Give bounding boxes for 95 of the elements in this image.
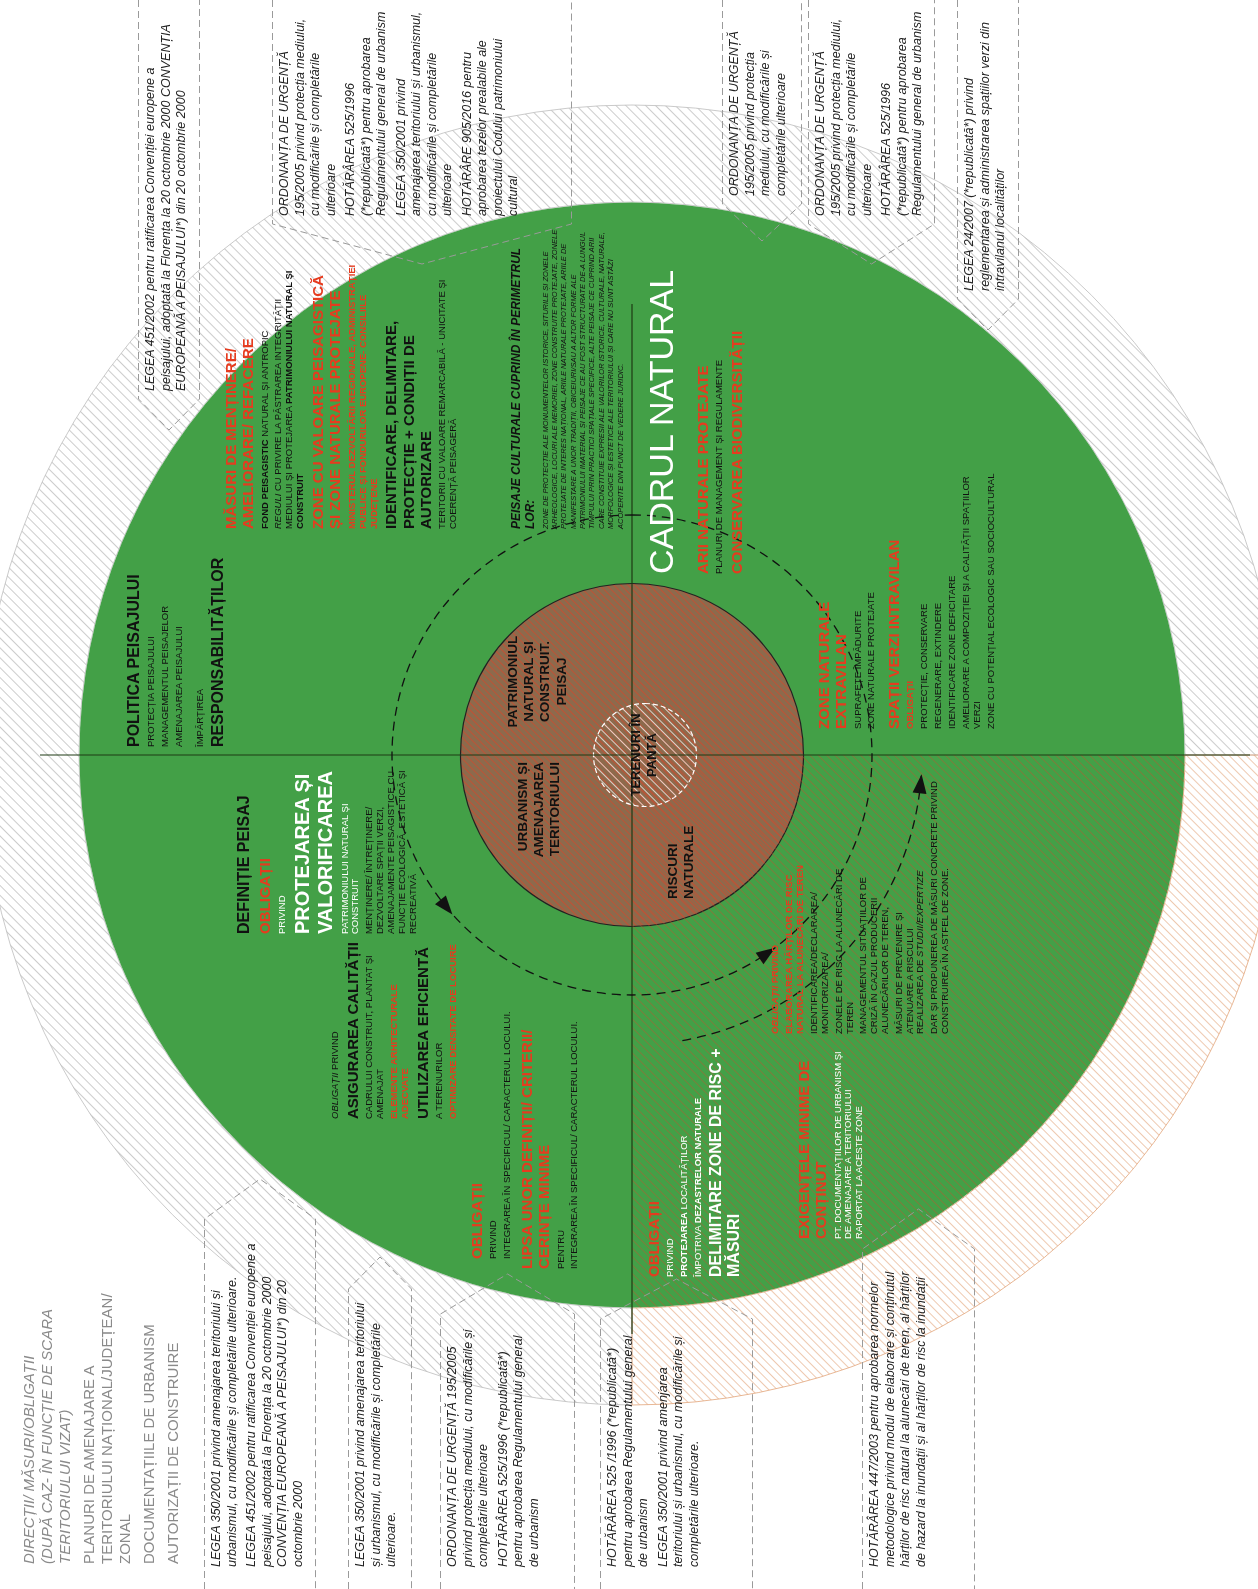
body-text: OBLIGAȚII PRIVIND [330,1031,341,1119]
body-text: ZONE CU POTENȚIAL ECOLOGIC SAU SOCIOCULTURAL [985,473,997,729]
body-text: REALIZAREA DE STUDII/EXPERTIZE [915,870,926,1034]
subheading: ARII NATURALE PROTEJATE [694,365,712,574]
body-text: FOND PEISAGISTIC NATURAL ȘI ANTROPIC [259,330,271,529]
note-text: OBLIGAȚII PRIVIND [770,944,781,1034]
legend-text: AUTORIZAȚII DE CONSTRUIRE [164,1342,182,1564]
body-text: PLANURI DE MANAGEMENT ȘI REGULAMENTE [714,359,726,574]
body-text: AMENAJAREA PEISAJULUI [174,626,186,747]
circle-label: PATRIMONIUL NATURAL ȘI CONSTRUIT. PEISAJ [505,634,570,730]
law-box [348,1257,412,1589]
body-text: ÎMPĂRȚIREA [195,688,207,747]
law-reference: LEGEA 350/2001 privind amenajarea teritoriului și urbanismul, cu modificările și completările ulterioare. [353,1301,399,1567]
body-text: PROTECȚIE, CONSERVARE [919,603,931,729]
body-text: SUPRAFEȚE ÎMPĂDURITE [852,610,864,729]
law-box [722,0,802,241]
law-reference: LEGEA 451/2002 pentru ratificarea Convenției europene a peisajului, adoptată la Florența la 20 octombrie 2000 CONVENȚIA EUROPEANĂ A PEISAJULUI*) din 20 octombrie 2000 [244,1242,306,1567]
heading: POLITICA PEISAJULUI [125,574,143,747]
law-reference: HOTĂRÂREA 525/1996 (*republicată*) pentru aprobarea Regulamentului general de urbanism [343,10,389,216]
legend-text: PLANURI DE AMENAJARE A TERITORIULUI NAȚIONAL/JUDEȚEAN/ ZONAL [80,1292,134,1564]
body-text: ÎMPOTRIVA DEZASTRELOR NATURALE [693,1097,704,1277]
law-reference: HOTĂRÂREA 525/1996 (*republicată*) pentru aprobarea Regulamentului general de urbanism [495,1334,542,1567]
heading: DEFINIȚIE PEISAJ [235,795,253,934]
body-text: IDENTIFICAREA/DECLARAREA/ MONITORIZAREA/ [808,891,831,1034]
note-text: OBLIGAȚII [905,680,917,729]
circle-label: RISCURI NATURALE [665,824,698,899]
heading: ASIGURAREA CALITĂȚII [343,942,362,1119]
subheading: CONSERVAREA BIODIVERSITĂȚII [728,330,746,574]
legend-text: DOCUMENTAȚIILE DE URBANISM [140,1324,158,1564]
body-text: PRIVIND [276,895,288,934]
subheading: PEISAJE CULTURALE CUPRIND ÎN PERIMETRUL LOR: [510,247,538,529]
body-text: TERITORII CU VALOARE REMARCABILĂ - UNICITATE ȘI COERENȚĂ PEISAGERĂ [437,278,460,529]
law-box [862,1209,975,1589]
body-text: IDENTIFICARE ZONE DEFICITARE [947,575,958,729]
subheading: LIPSA UNOR DEFINIȚII/ CRITERII/ CERINȚE MINIME [518,1028,553,1269]
body-text: PATRIMONIULUI NATURAL ȘI CONSTRUIT [339,802,362,934]
law-reference: ORDONANȚA DE URGENȚĂ 195/2005 privind protecția mediului, cu modificările și completările ulterioare [277,17,339,216]
body-text: PRIVIND [665,1238,677,1277]
note-text: MINISTERUL DEZVOLTĂRII REGIONALE, ADMINISTRAȚIEI PUBLICE ȘI FONDURILOR EUROPENE- CONSILIILE JUDEȚENE [346,263,380,529]
body-text: PENTRU [555,1229,567,1269]
law-reference: HOTĂRÂREA 447/2003 pentru aprobarea normelor metodologice privind modul de elaborare și conținutul hărților de risc natural la alunecări de teren, al hărților de hazard la inundații și al hărților de risc la inundații [867,1270,929,1567]
law-reference: LEGEA 350/2001 privind amenjarea teritoriului și urbanismul, cu modificările și completările ulterioare. [655,1335,702,1567]
law-reference: LEGEA 350/2001 privind amenajarea teritoriului și urbanismul, cu modificările și completările ulterioare. [209,1275,240,1567]
heading: IDENTIFICARE, DELIMITARE, PROTECȚIE + CONDIȚII DE AUTORIZARE [382,319,435,529]
body-text: CADRULUI CONSTRUIT, PLANTAT ȘI AMENAJAT [364,954,386,1119]
heading: RESPONSABILITĂȚILOR [209,557,228,747]
heading: PROTEJAREA ȘI VALORIFICAREA [290,770,337,934]
heading: DELIMITARE ZONE DE RISC + MĂSURI [707,1047,744,1277]
note-text: OPTIMIZARE DENSITATE DE LOCUIRE [448,944,459,1119]
law-box [138,0,200,430]
body-text: MANAGEMENTUL SITUAȚIILOR DE CRIZĂ ÎN CAZUL PRODUCERII ALUNECĂRILOR DE TEREN, [858,876,892,1034]
body-text: MĂSURI DE PREVENIRE ȘI ATENUARE A RISCULUI [894,911,916,1034]
note-text: ELABORAREA HĂRȚILOR DE RISC NATURAL LA ALUNECĂRI DE TEREN [783,864,806,1034]
law-box [808,0,935,264]
body-text: ZONE NATURALE PROTEJATE [866,592,878,729]
body-text: A TERENURILOR [434,1042,446,1119]
law-reference: HOTĂRÂRE 905/2016 pentru aprobarea tezelor prealabile ale proiectului Codului patrimoniului cultural [459,37,521,216]
body-text: AMELIORARE A COMPOZIȚIEI ȘI A CALITĂȚII SPAȚIILOR VERZI [960,475,983,729]
law-reference: ORDONANȚA DE URGENȚĂ 195/2005 privind protecția mediului, cu modificările și completările ulterioare [727,30,789,196]
law-reference: HOTĂRÂREA 525/1996 (*republicată*) pentru aprobarea Regulamentului general de urbanism [879,10,925,216]
subheading: ZONE NATURALE EXTRAVILAN [815,600,850,729]
body-text: PRIVIND [488,1220,500,1259]
subheading: OBLIGAȚII [468,1183,486,1259]
legend-text: (DUPĂ CAZ- ÎN FUNCȚIE DE SCARA TERITORIULUI VIZAT) [38,1308,74,1564]
subheading: EXIGENȚELE MINIME DE CONȚINUT [795,1059,830,1239]
body-text: DAR ȘI PROPUNEREA DE MĂSURI CONCRETE PRIVIND CONSTRUIREA ÎN ASTFEL DE ZONE. [928,780,951,1034]
body-text: PROTECȚIA PEISAJULUI [146,636,158,747]
subheading: SPAȚII VERZI INTRAVILAN [885,539,903,729]
law-box [600,1279,753,1589]
body-text: REGENERARE, EXTINDERE [933,602,944,729]
law-box [440,1274,575,1589]
body-text: PT. DOCUMENTAȚIILOR DE URBANISM ȘI DE AMENAJARE A TERITORIULUI RAPORTAT LA ACESTE ZONE [832,1050,866,1239]
subheading: OBLIGAȚII [256,858,274,934]
law-reference: LEGEA 24/2007 (*republicată*) privind reglementarea și administrarea spațiilor verzi din intravilanul localităților [962,21,1008,291]
body-text: INTEGRAREA ÎN SPECIFICUL/ CARACTERUL LOCULUI. [502,1011,514,1259]
law-reference: LEGEA 350/2001 privind amenajarea teritoriului și urbanismul, cu modificările și completările ulterioare [393,10,455,216]
body-text: INTEGRAREA ÎN SPECIFICUL/ CARACTERUL LOCULUI. [569,1021,581,1269]
law-reference: ORDONANȚA DE URGENȚĂ 195/2005 privind protecția mediului, cu modificările și completările ulterioare [445,1328,491,1567]
law-reference: LEGEA 451/2002 pentru ratificarea Convenției europene a peisajului, adoptată la Florența la 20 octombrie 2000 CONVENȚIA EUROPEANĂ A PEISAJULUI*) din 20 octombrie 2000 [143,23,189,391]
law-box [204,1179,316,1589]
heading: UTILIZAREA EFICIENTĂ [413,947,432,1119]
body-text: ZONELE DE RISC LA ALUNECĂRI DE TEREN [833,867,856,1034]
subheading: OBLIGAȚII [645,1201,663,1277]
subheading: MĂSURI DE MENȚINERE/ AMELIORARE/ REFACERE [222,337,257,529]
law-box [957,0,1019,330]
law-reference: HOTĂRÂREA 525 /1996 (*republicată*) pentru aprobarea Regulamentului general de urbanism [605,1334,651,1567]
circle-label: TERENURI ÎN PANTĂ [628,712,660,799]
law-reference: ORDONANȚA DE URGENȚĂ 195/2005 privind protecția mediului, cu modificările și completările ulterioare [813,17,875,216]
subheading: ZONE CU VALOARE PEISAGISTICĂ ȘI ZONE NATURALE PROTEJATE [309,274,344,529]
body-text: MANAGEMENTUL PEISAJELOR [160,605,172,747]
note-text: ELEMENTE ARHITECTURALE ADECVATE [389,983,411,1119]
body-text: PROTEJAREA LOCALITĂȚILOR [679,1135,691,1277]
heading: CADRUL NATURAL [642,269,681,574]
circle-label: URBANISM ȘI AMENAJAREA TERITORIULUI [515,762,564,860]
legend-text: DIRECȚII/ MĂSURI/OBLIGAȚII [20,1355,38,1564]
